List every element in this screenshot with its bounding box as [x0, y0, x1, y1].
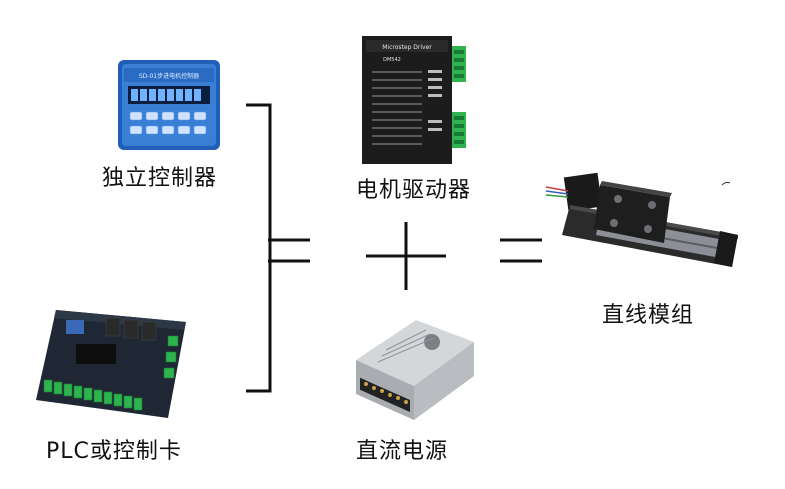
- plc-card-image: [36, 310, 186, 418]
- controller-screen-text: SD-01步进电机控制器: [139, 72, 199, 80]
- linear-module-image: [545, 172, 738, 267]
- driver-model-text: DM542: [383, 57, 401, 63]
- standalone-controller-label: 独立控制器: [102, 166, 218, 191]
- plus-sign: [366, 222, 446, 290]
- dc-power-supply-label: 直流电源: [356, 439, 449, 464]
- standalone-controller-image: SD-01步进电机控制器: [118, 60, 220, 150]
- plc-card-label: PLC或控制卡: [46, 439, 182, 464]
- controller-bracket: [246, 103, 272, 393]
- equals-sign-2: [500, 238, 542, 263]
- linear-module-label: 直线模组: [602, 303, 695, 328]
- motor-driver-image: Microstep Driver DM542: [362, 36, 466, 164]
- equals-sign-1: [268, 238, 310, 263]
- dc-power-supply-image: [356, 320, 474, 420]
- driver-header-text: Microstep Driver: [382, 44, 432, 51]
- motor-driver-label: 电机驱动器: [356, 178, 472, 203]
